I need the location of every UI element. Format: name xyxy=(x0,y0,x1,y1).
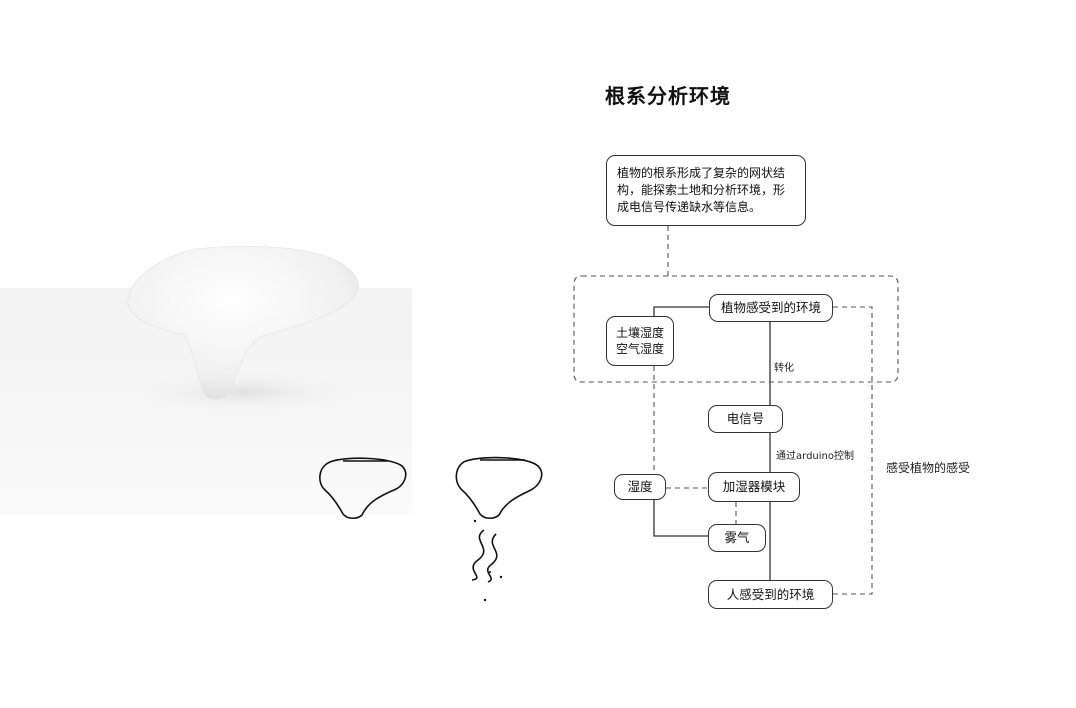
edge-label-arduino: 通过arduino控制 xyxy=(776,451,854,462)
dashed-connectors xyxy=(573,226,899,595)
mist-dot xyxy=(473,519,477,523)
page-title: 根系分析环境 xyxy=(605,84,731,108)
edge-label-convert: 转化 xyxy=(774,363,794,374)
solid-connectors xyxy=(653,306,771,580)
pot-sketch-1 xyxy=(319,457,407,520)
environment-group-box xyxy=(573,275,899,383)
electric-signal-node: 电信号 xyxy=(708,405,783,433)
root-description-box: 植物的根系形成了复杂的网状结构，能探索土地和分析环境，形成电信号传递缺水等信息。 xyxy=(606,155,806,226)
pot-shadow xyxy=(135,372,355,412)
mist-swirl-icon xyxy=(471,529,485,581)
plant-environment-node: 植物感受到的环境 xyxy=(709,294,833,322)
mist-dot xyxy=(499,575,503,579)
human-environment-node: 人感受到的环境 xyxy=(708,580,833,609)
mist-node: 雾气 xyxy=(708,524,766,552)
pot-sketch-2 xyxy=(455,456,543,520)
edge-env-to-sensors xyxy=(653,306,709,316)
mist-dot xyxy=(483,598,487,602)
humidifier-module-node: 加湿器模块 xyxy=(708,472,800,502)
soil-air-humidity-node: 土壤湿度 空气湿度 xyxy=(606,316,674,366)
mist-dot xyxy=(489,571,491,573)
edge-humidity-to-mist xyxy=(653,500,708,537)
mist-swirl-icon-2 xyxy=(486,533,498,583)
humidity-node: 湿度 xyxy=(614,474,666,500)
edge-label-feel: 感受植物的感受 xyxy=(886,461,971,475)
pot-render-image xyxy=(127,245,359,400)
edge-feedback-loop xyxy=(833,306,873,595)
